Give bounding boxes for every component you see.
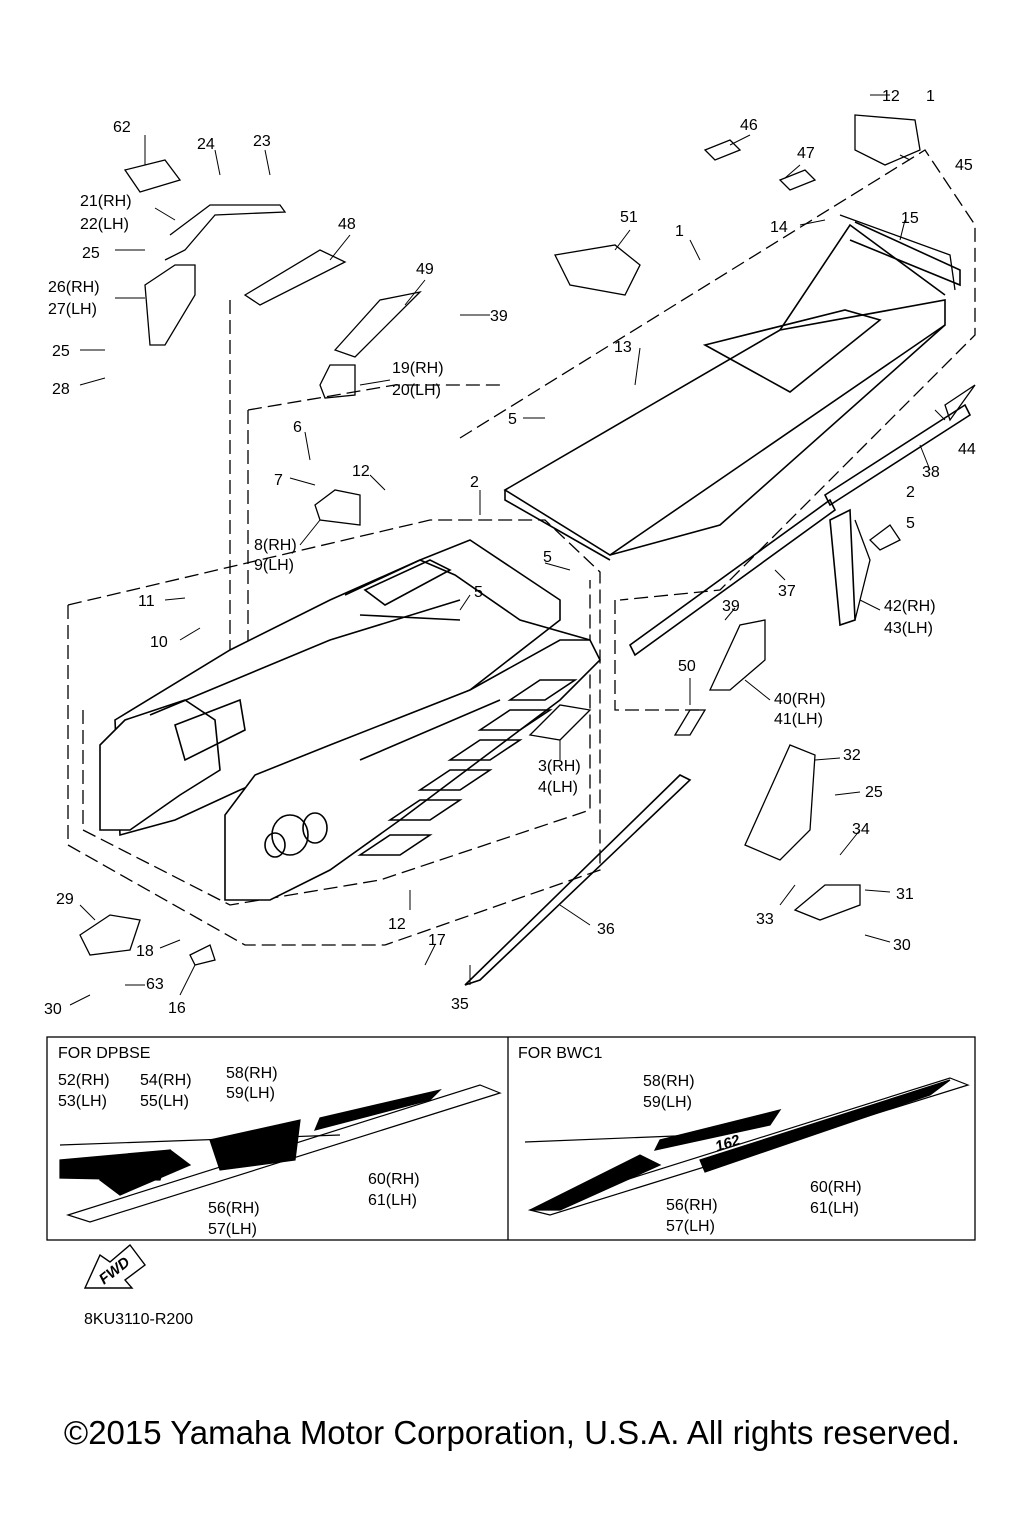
callout-39-a: 39 — [490, 308, 508, 325]
callout-32: 32 — [843, 747, 861, 764]
callout-23: 23 — [253, 133, 271, 150]
callout-54: 54(RH) — [140, 1072, 192, 1089]
callout-22: 22(LH) — [80, 216, 129, 233]
tunnel-frame — [99, 539, 601, 901]
callout-14: 14 — [770, 219, 788, 236]
decal-panels-labels: FOR DPBSE FOR BWC1 52(RH) 53(LH) 54(RH) … — [58, 1045, 862, 1328]
callout-1b: 1 — [675, 223, 684, 240]
callout-12-mid: 12 — [352, 463, 370, 480]
callout-43: 43(LH) — [884, 620, 933, 637]
callout-16: 16 — [168, 1000, 186, 1017]
callout-57-left: 57(LH) — [208, 1221, 257, 1238]
callout-33: 33 — [756, 911, 774, 928]
decal-panels-frame — [46, 1036, 976, 1241]
leader-lines — [69, 94, 946, 1006]
callout-24: 24 — [197, 136, 215, 153]
assembly-outline — [67, 149, 976, 946]
callout-34: 34 — [852, 821, 870, 838]
callout-28: 28 — [52, 381, 70, 398]
callout-12-low: 12 — [388, 916, 406, 933]
callout-5-c: 5 — [543, 549, 552, 566]
callout-35: 35 — [451, 996, 469, 1013]
callout-45: 45 — [955, 157, 973, 174]
callout-38: 38 — [922, 464, 940, 481]
callout-9: 9(LH) — [254, 557, 294, 574]
callout-25-b: 25 — [52, 343, 70, 360]
callout-3: 3(RH) — [538, 758, 581, 775]
callout-48: 48 — [338, 216, 356, 233]
callout-62: 62 — [113, 119, 131, 136]
fwd-arrow-icon — [83, 1243, 146, 1289]
callout-30-right: 30 — [893, 937, 911, 954]
callout-46: 46 — [740, 117, 758, 134]
callout-labels: 1 12 45 46 47 14 15 1 51 62 24 23 21(RH)… — [44, 88, 976, 1018]
callout-25-c: 25 — [865, 784, 883, 801]
callout-5-b: 5 — [906, 515, 915, 532]
callout-59-right: 59(LH) — [643, 1094, 692, 1111]
callout-1: 1 — [926, 88, 935, 105]
callout-50: 50 — [678, 658, 696, 675]
callout-13: 13 — [614, 339, 632, 356]
callout-61-right: 61(LH) — [810, 1200, 859, 1217]
tunnel-plate — [503, 221, 961, 561]
callout-21: 21(RH) — [80, 193, 132, 210]
callout-5-d: 5 — [474, 584, 483, 601]
callout-7: 7 — [274, 472, 283, 489]
panel-title-bwc1: FOR BWC1 — [518, 1045, 603, 1062]
decal-art-dpbse — [59, 1084, 502, 1223]
callout-60-left: 60(RH) — [368, 1171, 420, 1188]
callout-29: 29 — [56, 891, 74, 908]
callout-12-top: 12 — [882, 88, 900, 105]
callout-42: 42(RH) — [884, 598, 936, 615]
callout-37: 37 — [778, 583, 796, 600]
callout-4: 4(LH) — [538, 779, 578, 796]
callout-47: 47 — [797, 145, 815, 162]
callout-52: 52(RH) — [58, 1072, 110, 1089]
callout-59-left: 59(LH) — [226, 1085, 275, 1102]
callout-55: 55(LH) — [140, 1093, 189, 1110]
small-parts — [79, 114, 976, 966]
callout-49: 49 — [416, 261, 434, 278]
callout-27: 27(LH) — [48, 301, 97, 318]
callout-39-b: 39 — [722, 598, 740, 615]
callout-63: 63 — [146, 976, 164, 993]
callout-57-right: 57(LH) — [666, 1218, 715, 1235]
callout-6: 6 — [293, 419, 302, 436]
callout-26: 26(RH) — [48, 279, 100, 296]
callout-5-a: 5 — [508, 411, 517, 428]
callout-61-left: 61(LH) — [368, 1192, 417, 1209]
callout-2-b: 2 — [906, 484, 915, 501]
callout-11: 11 — [138, 593, 155, 610]
callout-51: 51 — [620, 209, 638, 226]
decal-art-bwc1 — [524, 1077, 970, 1216]
callout-58-right: 58(RH) — [643, 1073, 695, 1090]
callout-58-left: 58(RH) — [226, 1065, 278, 1082]
diagram-reference: 8KU3110-R200 — [84, 1311, 193, 1328]
callout-15: 15 — [901, 210, 919, 227]
panel-title-dpbse: FOR DPBSE — [58, 1045, 150, 1062]
callout-17: 17 — [428, 932, 446, 949]
copyright-notice: ©2015 Yamaha Motor Corporation, U.S.A. A… — [63, 1414, 961, 1451]
callout-8: 8(RH) — [254, 537, 297, 554]
callout-56-right: 56(RH) — [666, 1197, 718, 1214]
callout-2-a: 2 — [470, 474, 479, 491]
callout-20: 20(LH) — [392, 382, 441, 399]
callout-40: 40(RH) — [774, 691, 826, 708]
callout-30-left: 30 — [44, 1001, 62, 1018]
callout-18: 18 — [136, 943, 154, 960]
callout-60-right: 60(RH) — [810, 1179, 862, 1196]
rails — [464, 403, 972, 986]
callout-53: 53(LH) — [58, 1093, 107, 1110]
callout-56-left: 56(RH) — [208, 1200, 260, 1217]
callout-41: 41(LH) — [774, 711, 823, 728]
callout-44: 44 — [958, 441, 976, 458]
callout-19: 19(RH) — [392, 360, 444, 377]
callout-31: 31 — [896, 886, 914, 903]
callout-25-a: 25 — [82, 245, 100, 262]
callout-36: 36 — [597, 921, 615, 938]
callout-10: 10 — [150, 634, 168, 651]
